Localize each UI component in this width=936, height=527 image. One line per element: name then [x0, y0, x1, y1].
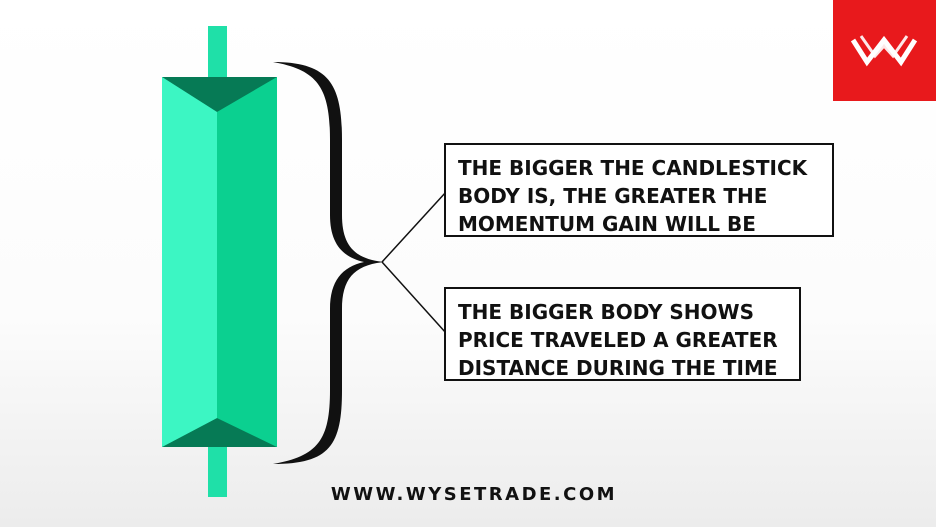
callout-box-distance: THE BIGGER BODY SHOWS PRICE TRAVELED A G… [444, 287, 801, 381]
callout-text-line: MOMENTUM GAIN WILL BE [458, 212, 756, 236]
wysetrade-logo-icon [850, 35, 918, 67]
callout-text-line: PRICE TRAVELED A GREATER [458, 328, 778, 352]
callout-text-line: BODY IS, THE GREATER THE [458, 184, 768, 208]
connector-line-top [381, 191, 447, 263]
website-url[interactable]: WWW.WYSETRADE.COM [330, 484, 618, 505]
callout-text-line: THE BIGGER THE CANDLESTICK [458, 156, 808, 180]
lower-wick [208, 446, 227, 497]
candlestick-body [162, 77, 277, 447]
callout-box-momentum: THE BIGGER THE CANDLESTICK BODY IS, THE … [444, 143, 834, 237]
upper-wick [208, 26, 227, 78]
curly-brace [273, 62, 384, 464]
connector-line-bottom [381, 261, 447, 334]
brand-logo-badge [833, 0, 936, 101]
callout-text-line: DISTANCE DURING THE TIME [458, 356, 778, 380]
callout-text-line: THE BIGGER BODY SHOWS [458, 300, 754, 324]
